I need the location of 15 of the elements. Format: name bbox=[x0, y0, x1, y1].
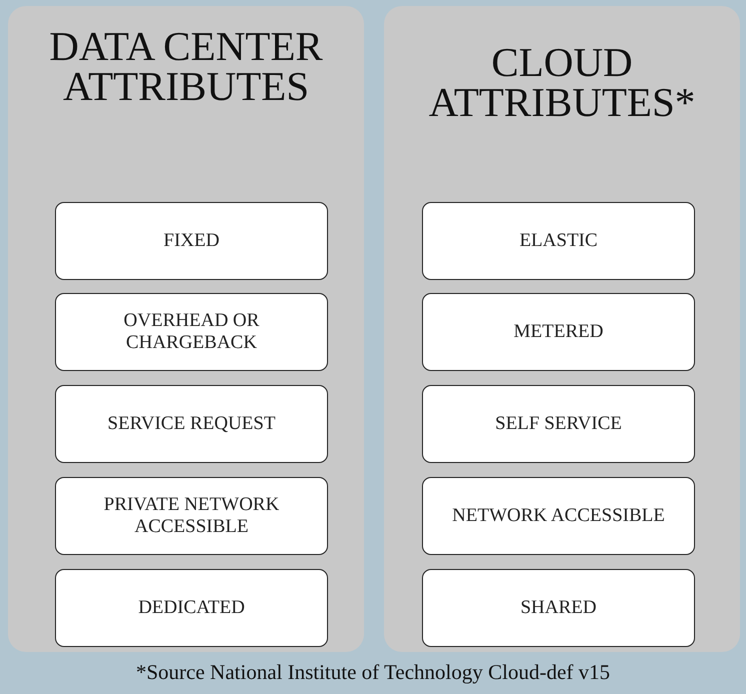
attribute-tile: OVERHEAD OR CHARGEBACK bbox=[55, 293, 328, 371]
panel bbox=[8, 6, 364, 652]
attribute-tile: NETWORK ACCESSIBLE bbox=[422, 477, 695, 555]
attribute-tile: SHARED bbox=[422, 569, 695, 647]
attribute-tile: DEDICATED bbox=[55, 569, 328, 647]
panel-title: CLOUD ATTRIBUTES* bbox=[428, 42, 696, 122]
caption: *Source National Institute of Technology Cloud-def v15 bbox=[136, 660, 610, 684]
attribute-tile: METERED bbox=[422, 293, 695, 371]
attribute-tile: ELASTIC bbox=[422, 202, 695, 280]
attribute-tile: SELF SERVICE bbox=[422, 385, 695, 463]
attribute-tile: SERVICE REQUEST bbox=[55, 385, 328, 463]
attribute-tile: FIXED bbox=[55, 202, 328, 280]
panel-title: DATA CENTER ATTRIBUTES bbox=[48, 26, 324, 106]
attribute-tile: PRIVATE NETWORK ACCESSIBLE bbox=[55, 477, 328, 555]
panel bbox=[384, 6, 740, 652]
